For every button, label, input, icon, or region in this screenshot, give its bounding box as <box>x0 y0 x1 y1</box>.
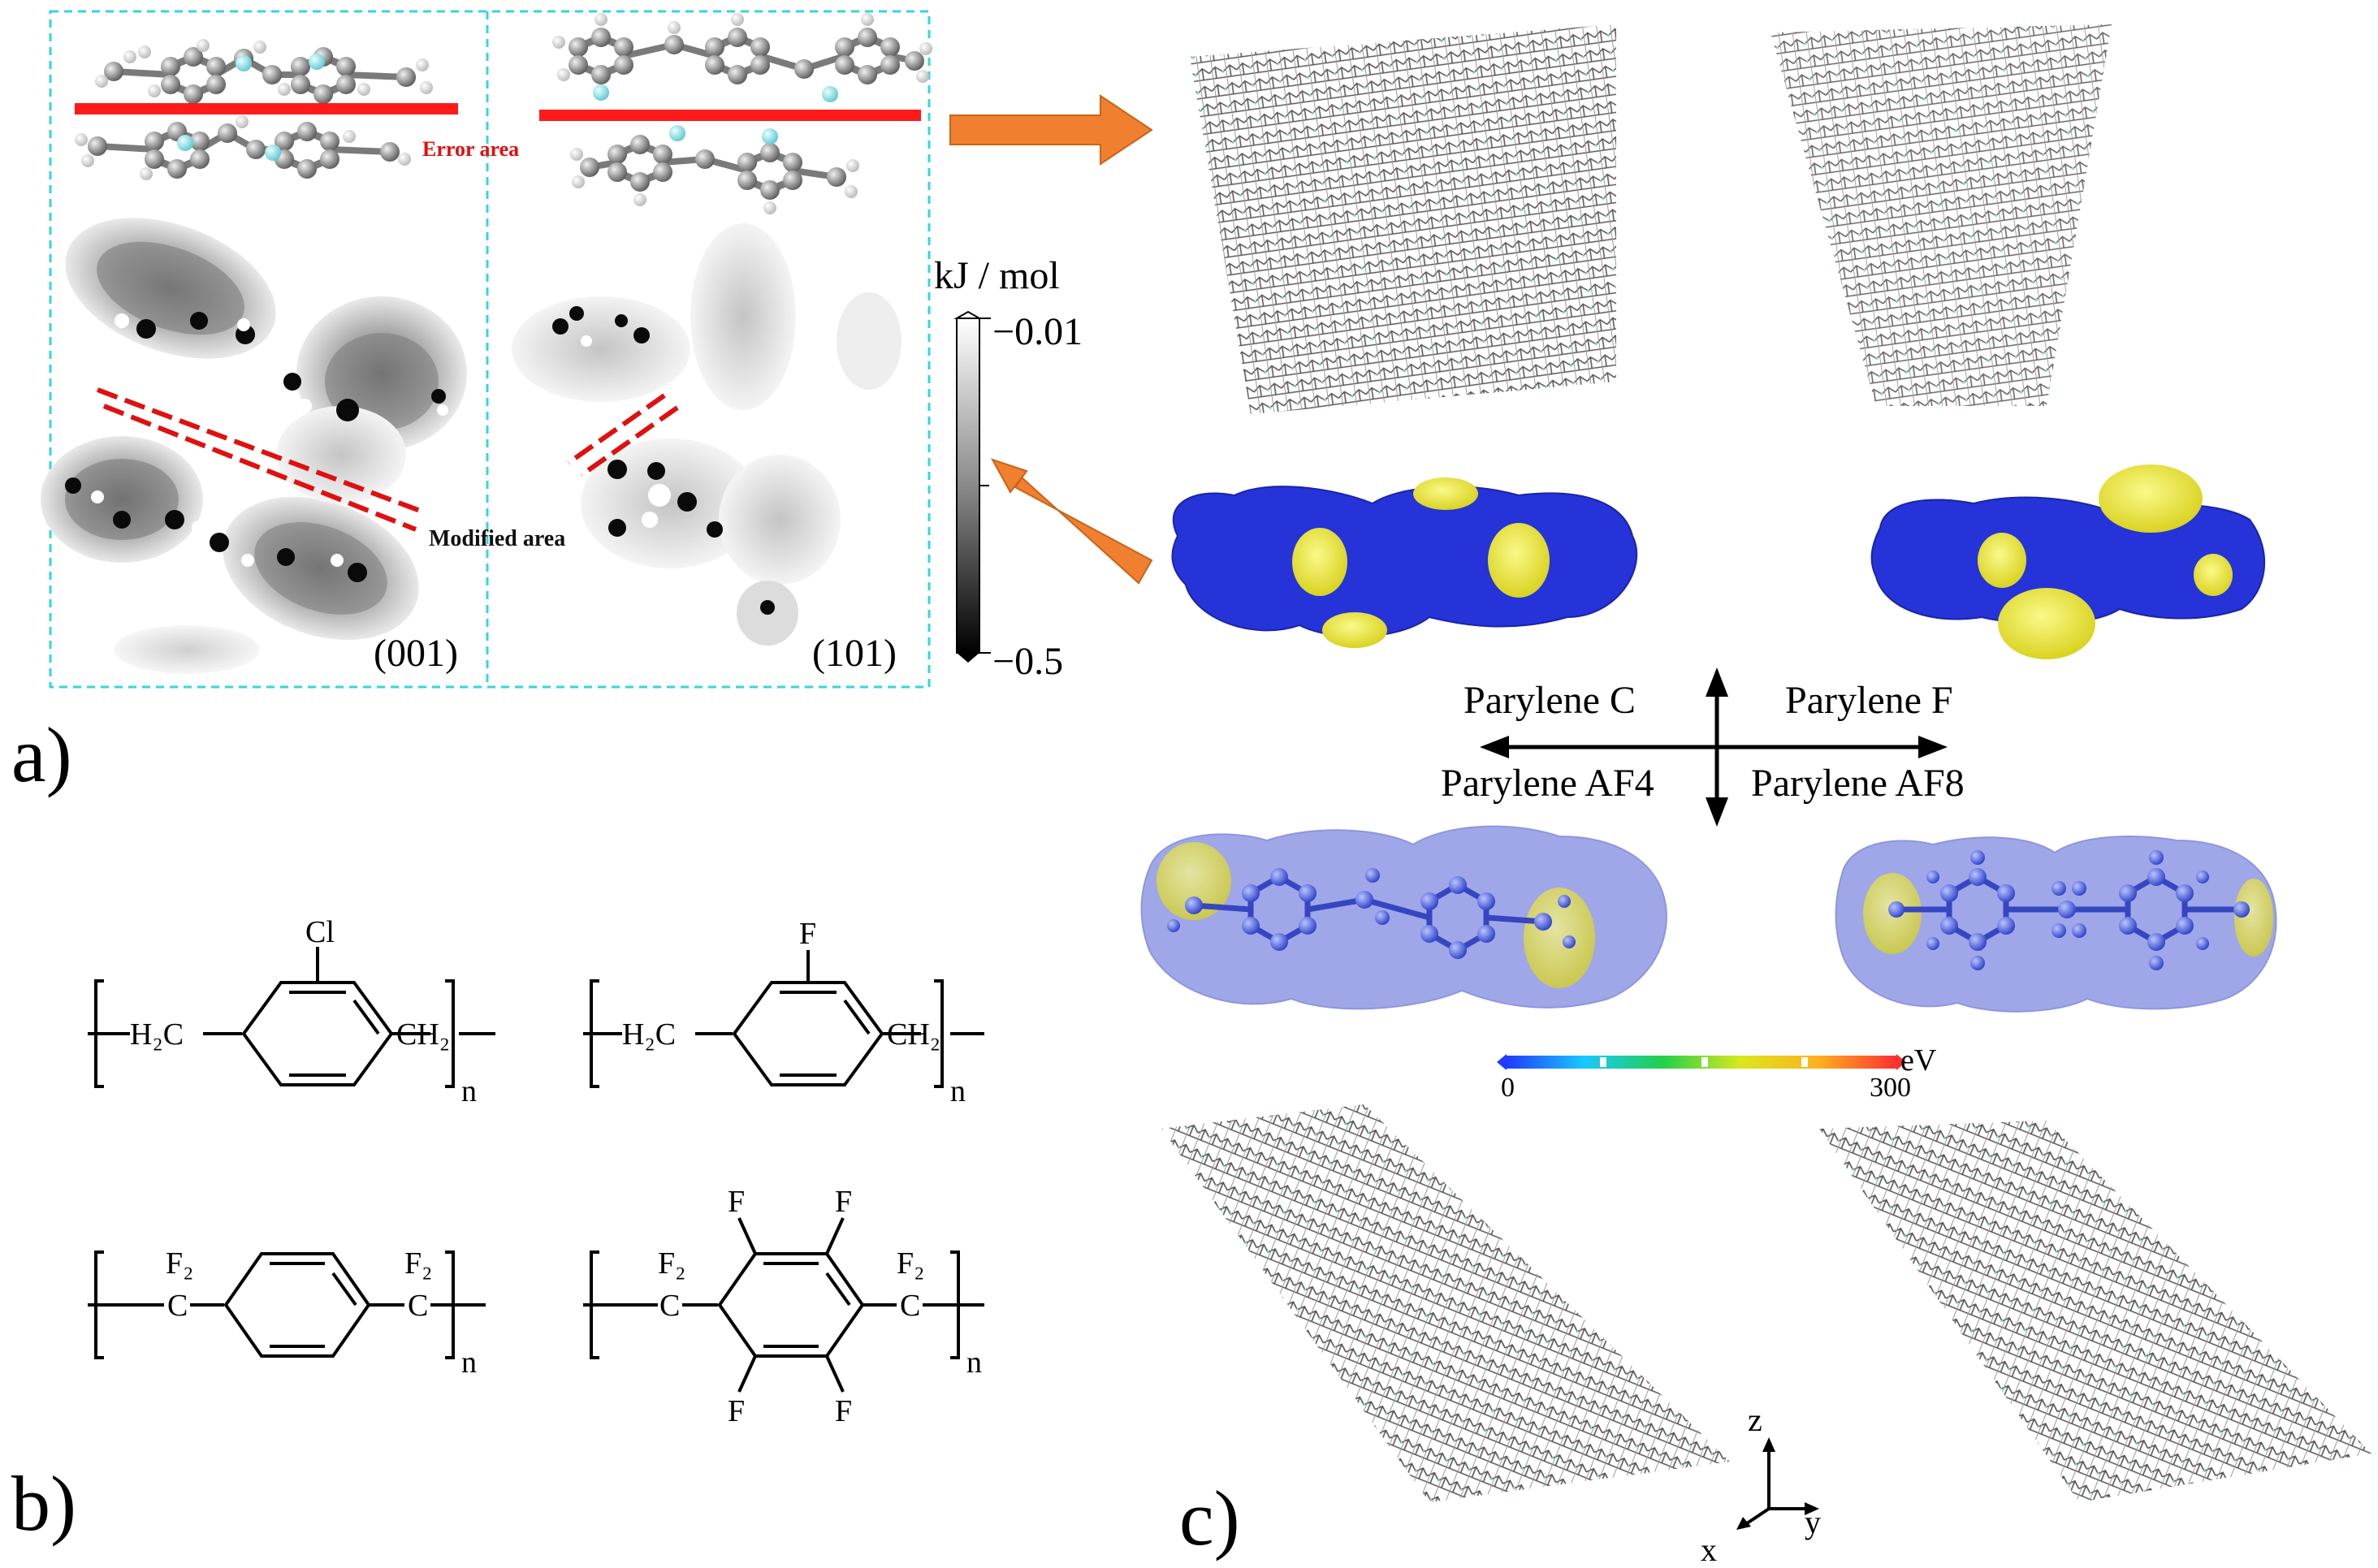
panel-b-text: Cl H₂C CH₂ n F H₂C CH₂ n F₂ C F₂ C n F₂ … <box>130 915 982 1428</box>
label-parylene-af8: Parylene AF8 <box>1751 762 1965 805</box>
af8-right-group: F₂ <box>897 1246 924 1281</box>
colorbar: kJ / mol −0.01 −0.5 <box>934 254 1083 683</box>
label-parylene-c: Parylene C <box>1464 679 1636 722</box>
label-parylene-f: Parylene F <box>1785 679 1953 722</box>
colorbar-min-label: −0.5 <box>992 640 1063 683</box>
crystal-parylene-af4 <box>1161 1104 1730 1502</box>
af4-right-group: F₂ <box>404 1246 432 1281</box>
af4-repeat: n <box>461 1346 477 1380</box>
f-repeat: n <box>950 1074 966 1108</box>
structure-parylene-af8 <box>583 1217 984 1393</box>
crystal-parylene-f <box>1771 24 2112 406</box>
af8-left-atom: C <box>659 1289 680 1323</box>
c-right-group: CH₂ <box>396 1017 450 1052</box>
molecule-pair-001 <box>95 39 433 104</box>
axis-x-label: x <box>1701 1531 1717 1568</box>
crystal-parylene-c <box>1190 24 1616 414</box>
energy-min-label: 0 <box>1501 1073 1515 1103</box>
contour-map-001 <box>41 218 467 674</box>
f-left-group: H₂C <box>622 1017 676 1052</box>
energy-colorbar: 0 300 eV <box>1497 1043 1937 1103</box>
panel-b <box>88 947 984 1393</box>
arrow-upleft <box>990 458 1153 585</box>
colorbar-max-label: −0.01 <box>992 310 1083 353</box>
energy-unit: eV <box>1900 1043 1937 1078</box>
structure-parylene-af4 <box>88 1251 486 1359</box>
axis-y-label: y <box>1805 1504 1821 1540</box>
af4-left-group: F₂ <box>166 1246 193 1281</box>
density-parylene-af4 <box>1140 825 1667 1010</box>
plane-101-label: (101) <box>812 632 897 675</box>
f-right-group: CH₂ <box>887 1017 940 1052</box>
c-repeat: n <box>461 1074 477 1108</box>
af4-right-atom: C <box>408 1289 428 1323</box>
panel-a: Error area <box>11 10 1083 798</box>
af8-ring-f-3: F <box>728 1394 745 1428</box>
af8-repeat: n <box>966 1346 982 1380</box>
axis-z-label: z <box>1748 1402 1762 1438</box>
label-parylene-af4: Parylene AF4 <box>1441 762 1654 805</box>
contour-map-101 <box>512 223 901 646</box>
af8-left-group: F₂ <box>658 1246 685 1281</box>
af4-left-atom: C <box>167 1289 188 1323</box>
c-left-group: H₂C <box>130 1017 184 1052</box>
panel-a-label: a) <box>11 711 72 798</box>
error-area-label: Error area <box>422 137 519 161</box>
molecule-pair-001-lower <box>75 115 411 180</box>
plane-001-label: (001) <box>374 632 458 675</box>
colorbar-unit: kJ / mol <box>934 254 1060 297</box>
modified-area-label: Modified area <box>429 526 565 551</box>
panel-c: Parylene C Parylene F Parylene AF4 Paryl… <box>1140 24 2372 1568</box>
af8-ring-f-4: F <box>835 1394 852 1428</box>
quadrant-cross <box>1480 667 1948 827</box>
panel-c-label: c) <box>1179 1475 1240 1562</box>
structure-parylene-f <box>583 950 984 1088</box>
arrow-right <box>949 94 1153 166</box>
c-substituent: Cl <box>305 915 335 949</box>
molecule-pair-101 <box>552 13 932 102</box>
panel-b-label: b) <box>11 1460 76 1547</box>
density-parylene-af8 <box>1835 836 2277 1013</box>
af8-ring-f-1: F <box>728 1185 745 1219</box>
crystal-parylene-af8 <box>1819 1121 2372 1502</box>
af8-right-atom: C <box>900 1289 920 1323</box>
panel-a-frame <box>49 10 931 689</box>
density-parylene-f <box>1870 464 2266 659</box>
af8-ring-f-2: F <box>835 1185 852 1219</box>
molecule-101-lower <box>570 125 859 214</box>
density-parylene-c <box>1171 477 1638 648</box>
axis-triad: z y x <box>1701 1402 1821 1568</box>
energy-max-label: 300 <box>1870 1073 1911 1103</box>
structure-parylene-c <box>88 947 495 1088</box>
f-substituent: F <box>799 917 816 951</box>
colorbar-gradient <box>956 317 980 654</box>
